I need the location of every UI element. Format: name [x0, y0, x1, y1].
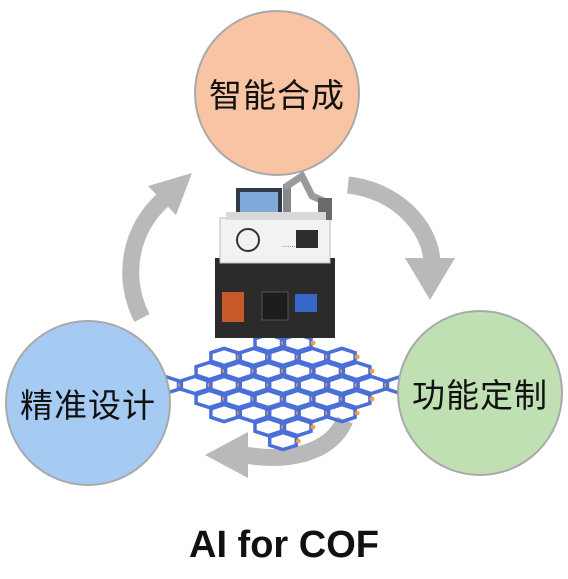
- node-label-left: 精准设计: [20, 386, 156, 425]
- node-label-right: 功能定制: [412, 376, 548, 415]
- cof-hexagon-ring: [267, 430, 299, 452]
- node-label-top: 智能合成: [209, 76, 345, 115]
- arrow-head-top-to-right: [405, 258, 455, 300]
- cof-node-atom: [354, 354, 360, 360]
- arrow-top-to-right: [346, 176, 441, 263]
- arrow-right-to-left: [243, 416, 353, 466]
- cof-framework-illustration: [150, 318, 419, 452]
- cof-node-atom: [369, 396, 375, 402]
- node-intelligent-synthesis: 智能合成: [194, 10, 360, 176]
- cof-hexagon-ring: [326, 402, 357, 424]
- cof-hexagon-ring: [209, 402, 240, 424]
- arrow-head-left-to-top: [148, 173, 192, 215]
- cof-node-atom: [369, 368, 375, 374]
- robot-synthesis-station: ··········: [215, 170, 335, 338]
- arrow-left-to-top: [122, 191, 171, 322]
- cof-node-atom: [295, 438, 301, 444]
- arrow-head-right-to-left: [205, 432, 248, 478]
- cycle-arrows: [122, 173, 455, 478]
- diagram-caption: AI for COF: [189, 524, 379, 566]
- cof-node-atom: [310, 340, 316, 346]
- cabinet-label-mark: ··········: [282, 244, 301, 251]
- cof-node-atom: [354, 410, 360, 416]
- node-precise-design: 精准设计: [5, 320, 171, 486]
- node-function-customization: 功能定制: [397, 310, 563, 476]
- cof-node-atom: [310, 424, 316, 430]
